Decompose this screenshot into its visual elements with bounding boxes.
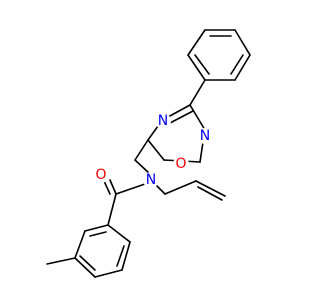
bond-ch2-n bbox=[134, 159, 151, 175]
atom-nitrogen-ring-3: N bbox=[155, 113, 171, 129]
atom-nitrogen-ring-2: N bbox=[197, 128, 213, 144]
atom-oxygen-carbonyl: O bbox=[93, 167, 109, 183]
nitrogen-ring-3-label: N bbox=[158, 113, 168, 129]
nitrogen-amide-label: N bbox=[146, 172, 156, 188]
nitrogen-ring-2-label: N bbox=[200, 128, 210, 144]
bond-methyl bbox=[46, 257, 76, 265]
oxygen-ring-label: O bbox=[175, 156, 186, 172]
bond-phenyl-oxadiazole bbox=[189, 79, 206, 106]
oxadiazole-ring bbox=[147, 104, 206, 163]
atom-oxygen-ring: O bbox=[173, 156, 189, 172]
amide-group bbox=[103, 179, 146, 226]
oxygen-carbonyl-label: O bbox=[95, 167, 106, 183]
toluene-ring bbox=[74, 224, 131, 278]
phenyl-ring bbox=[187, 29, 251, 81]
allyl-group bbox=[155, 180, 226, 201]
molecule-structure: O N N O N bbox=[46, 29, 251, 278]
bond-ring-ch2 bbox=[134, 139, 149, 161]
atom-nitrogen-amide: N bbox=[143, 172, 159, 188]
